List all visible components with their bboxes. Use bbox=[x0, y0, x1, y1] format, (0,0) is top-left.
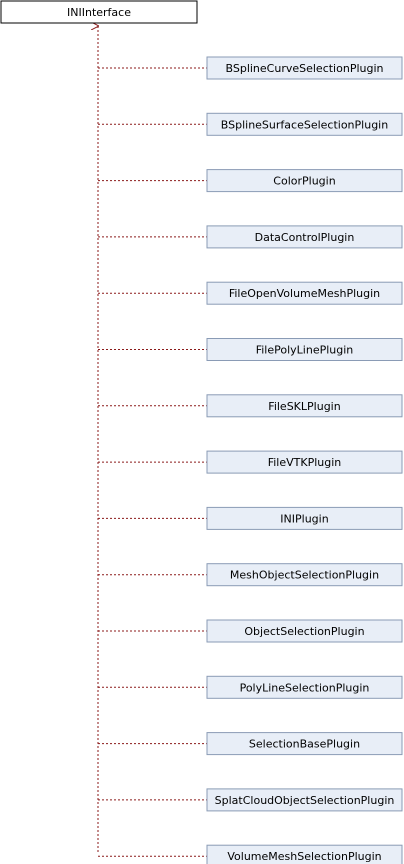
derived-class-label: SelectionBasePlugin bbox=[249, 738, 360, 751]
derived-class-box bbox=[206, 563, 403, 587]
derived-class-label: FileSKLPlugin bbox=[268, 400, 340, 413]
derived-class-label: PolyLineSelectionPlugin bbox=[240, 681, 370, 694]
derived-class-label: ObjectSelectionPlugin bbox=[244, 625, 364, 638]
derived-class-node[interactable]: MeshObjectSelectionPlugin bbox=[206, 563, 403, 587]
derived-class-node[interactable]: VolumeMeshSelectionPlugin bbox=[206, 844, 403, 864]
derived-class-box bbox=[206, 281, 403, 305]
derived-class-node[interactable]: FileOpenVolumeMeshPlugin bbox=[206, 281, 403, 305]
derived-class-label: BSplineCurveSelectionPlugin bbox=[226, 62, 384, 75]
derived-class-label: FileVTKPlugin bbox=[268, 456, 342, 469]
derived-class-box bbox=[206, 169, 403, 193]
derived-class-node[interactable]: PolyLineSelectionPlugin bbox=[206, 675, 403, 699]
derived-class-box bbox=[206, 56, 403, 80]
derived-class-box bbox=[206, 619, 403, 643]
derived-class-box bbox=[206, 732, 403, 756]
derived-class-node[interactable]: FileVTKPlugin bbox=[206, 450, 403, 474]
derived-class-label: BSplineSurfaceSelectionPlugin bbox=[221, 118, 388, 131]
derived-class-label: INIPlugin bbox=[280, 512, 328, 525]
derived-class-box bbox=[206, 675, 403, 699]
derived-class-label: VolumeMeshSelectionPlugin bbox=[227, 850, 381, 863]
derived-class-label: SplatCloudObjectSelectionPlugin bbox=[215, 794, 395, 807]
derived-class-box bbox=[206, 225, 403, 249]
derived-class-label: FileOpenVolumeMeshPlugin bbox=[229, 287, 380, 300]
derived-class-node[interactable]: FilePolyLinePlugin bbox=[206, 338, 403, 361]
derived-class-box bbox=[206, 112, 403, 136]
derived-class-node[interactable]: SelectionBasePlugin bbox=[206, 732, 403, 756]
derived-class-box bbox=[206, 450, 403, 474]
derived-class-node[interactable]: DataControlPlugin bbox=[206, 225, 403, 249]
derived-class-node[interactable]: ObjectSelectionPlugin bbox=[206, 619, 403, 643]
derived-class-node[interactable]: BSplineCurveSelectionPlugin bbox=[206, 56, 403, 80]
derived-class-box bbox=[206, 338, 403, 361]
derived-classes: BSplineCurveSelectionPluginBSplineSurfac… bbox=[98, 56, 403, 864]
derived-class-box bbox=[206, 844, 403, 864]
derived-class-label: MeshObjectSelectionPlugin bbox=[230, 569, 379, 582]
derived-class-box bbox=[206, 394, 403, 418]
derived-class-label: FilePolyLinePlugin bbox=[256, 344, 354, 357]
derived-class-label: DataControlPlugin bbox=[255, 231, 355, 244]
derived-class-node[interactable]: FileSKLPlugin bbox=[206, 394, 403, 418]
derived-class-label: ColorPlugin bbox=[273, 175, 335, 188]
derived-class-node[interactable]: INIPlugin bbox=[206, 506, 403, 530]
derived-class-box bbox=[206, 788, 403, 812]
base-class-node[interactable]: INIInterface bbox=[0, 0, 198, 24]
derived-class-node[interactable]: SplatCloudObjectSelectionPlugin bbox=[206, 788, 403, 812]
derived-class-box bbox=[206, 506, 403, 530]
derived-class-node[interactable]: ColorPlugin bbox=[206, 169, 403, 193]
derived-class-node[interactable]: BSplineSurfaceSelectionPlugin bbox=[206, 112, 403, 136]
base-class-label: INIInterface bbox=[67, 6, 131, 19]
